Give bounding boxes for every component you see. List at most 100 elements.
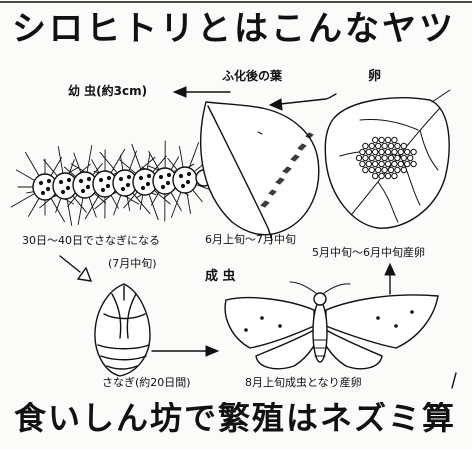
caterpillar-spot	[66, 186, 69, 189]
egg	[405, 149, 410, 154]
caterpillar-spot	[167, 173, 170, 176]
egg	[388, 143, 393, 148]
arrow-pupa-to-adult	[152, 346, 218, 356]
egg	[382, 143, 387, 148]
egg	[398, 161, 403, 166]
egg	[401, 143, 406, 148]
caterpillar-spot	[61, 190, 64, 193]
egg	[376, 167, 381, 172]
larva-note-date: (7月中旬)	[108, 258, 157, 269]
caterpillar-segment	[173, 167, 197, 193]
egg	[395, 155, 400, 160]
caterpillar-spot	[99, 178, 102, 181]
egg	[392, 161, 397, 166]
adult-label: 成 虫	[205, 270, 236, 283]
pupa-note: さなぎ(約20日間)	[102, 377, 191, 388]
caterpillar-spot	[106, 184, 109, 187]
caterpillar-spot	[79, 179, 82, 182]
caterpillar-spot	[127, 175, 130, 178]
egg	[379, 137, 384, 142]
egg	[373, 137, 378, 142]
egg	[369, 155, 374, 160]
caterpillar-spot	[147, 174, 150, 177]
egg	[411, 161, 416, 166]
caterpillar-spot	[141, 186, 144, 189]
footer-headline: 食いしん坊で繁殖はネズミ算	[14, 402, 456, 434]
egg	[360, 161, 365, 166]
caterpillar-spot	[161, 185, 164, 188]
larva-note: 30日～40日でさなぎになる	[22, 235, 160, 246]
egg	[395, 143, 400, 148]
stray-mark	[452, 373, 456, 388]
caterpillar-spot	[121, 187, 124, 190]
adult-note: 8月上旬成虫となり産卵	[245, 377, 362, 388]
moth-antennae	[290, 282, 350, 294]
egg	[385, 137, 390, 142]
egg	[356, 155, 361, 160]
caterpillar-spot	[139, 176, 142, 179]
egg	[385, 173, 390, 178]
caterpillar-spot	[186, 180, 189, 183]
hatched-leaf-period: 6月上旬～7月中旬	[205, 234, 296, 245]
pupa-illustration	[95, 284, 150, 376]
egg	[398, 149, 403, 154]
page-title: シロヒトリとはこんなヤツ	[12, 12, 456, 46]
hatched-leaf-label: ふ化後の葉	[222, 70, 282, 82]
caterpillar-spot	[46, 187, 49, 190]
egg	[388, 167, 393, 172]
caterpillar-spot	[146, 182, 149, 185]
egg	[376, 155, 381, 160]
caterpillar-spot	[181, 184, 184, 187]
egg	[369, 167, 374, 172]
egg	[411, 149, 416, 154]
caterpillar-spot	[86, 185, 89, 188]
moth-illustration	[225, 282, 438, 369]
moth-head	[314, 293, 326, 305]
arrow-adult-to-egg	[385, 264, 395, 294]
leaf-outline	[201, 102, 319, 235]
arrow-to-larva	[174, 87, 230, 97]
egg	[373, 161, 378, 166]
egg-leaf-illustration	[325, 90, 450, 228]
egg	[379, 149, 384, 154]
arrow-egg-to-hatched-leaf	[270, 94, 336, 110]
egg	[388, 155, 393, 160]
caterpillar-illustration	[11, 141, 221, 225]
caterpillar-spot	[126, 183, 129, 186]
egg	[379, 161, 384, 166]
egg	[373, 173, 378, 178]
caterpillar-spot	[39, 181, 42, 184]
egg	[369, 143, 374, 148]
egg	[382, 167, 387, 172]
caterpillar-spot	[107, 176, 110, 179]
caterpillar-spot	[101, 188, 104, 191]
egg	[408, 155, 413, 160]
egg	[392, 149, 397, 154]
caterpillar-spot	[187, 172, 190, 175]
egg	[395, 167, 400, 172]
egg	[392, 173, 397, 178]
egg	[401, 167, 406, 172]
hatched-leaf-illustration	[201, 102, 319, 240]
egg	[379, 173, 384, 178]
caterpillar-spot	[47, 179, 50, 182]
egg	[376, 143, 381, 148]
egg	[366, 161, 371, 166]
caterpillar-spot	[166, 181, 169, 184]
egg	[360, 149, 365, 154]
egg	[363, 167, 368, 172]
egg	[405, 161, 410, 166]
egg	[373, 149, 378, 154]
caterpillar-spot	[67, 178, 70, 181]
caterpillar-spot	[179, 174, 182, 177]
egg-period: 5月中旬～6月中旬産卵	[312, 247, 425, 258]
caterpillar-spot	[119, 177, 122, 180]
caterpillar-spot	[81, 189, 84, 192]
caterpillar-spot	[159, 175, 162, 178]
pupa-outline	[95, 284, 150, 376]
egg	[401, 155, 406, 160]
egg	[392, 137, 397, 142]
egg	[385, 149, 390, 154]
caterpillar-spot	[41, 191, 44, 194]
